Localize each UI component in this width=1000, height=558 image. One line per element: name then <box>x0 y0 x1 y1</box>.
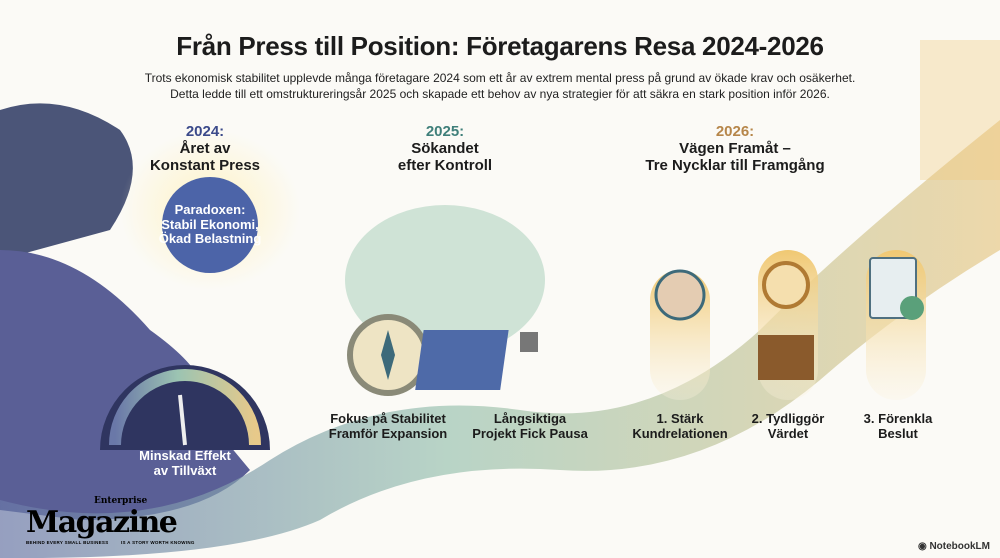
watermark-text: NotebookLM <box>929 541 990 552</box>
label-line: Beslut <box>878 425 918 441</box>
label-line: av Tillväxt <box>153 462 217 478</box>
key-2: 2. Tydliggör Värdet <box>735 411 841 441</box>
gauge-label: Minskad Effekt av Tillväxt <box>115 448 255 478</box>
cliff <box>0 250 250 520</box>
year-label: 2024: <box>185 123 225 140</box>
subtitle-line: Detta ledde till ett omstruktureringsår … <box>170 87 830 101</box>
page-title: Från Press till Position: Företagarens R… <box>176 31 824 61</box>
tagline-left: BEHIND EVERY SMALL BUSINESS <box>26 540 109 545</box>
storm-cloud-icon <box>0 103 133 260</box>
label-line: Framför Expansion <box>328 425 448 441</box>
enterprise-magazine-logo: Enterprise Magazine BEHIND EVERY SMALL B… <box>26 496 195 547</box>
section-heading: Året av <box>179 139 231 157</box>
treasure-magnifier-icon <box>762 261 810 309</box>
subtitle-line: Trots ekonomisk stabilitet upplevde mång… <box>144 71 856 85</box>
label-line: 2. Tydliggör <box>751 411 825 426</box>
label-line: Stabil Ekonomi, <box>161 216 259 232</box>
label-line: Ökad Belastning <box>158 231 262 247</box>
notebooklm-watermark: ◉ NotebookLM <box>918 541 990 552</box>
key-1: 1. Stärk Kundrelationen <box>625 411 735 441</box>
logo-tagline: BEHIND EVERY SMALL BUSINESS IS A STORY W… <box>26 539 195 547</box>
label-line: Värdet <box>767 425 809 441</box>
paradox-circle <box>162 177 258 273</box>
section-heading: Sökandet <box>411 139 479 157</box>
section-heading: efter Kontroll <box>397 156 493 174</box>
city-skyline <box>920 40 1000 180</box>
label-line: 3. Förenkla <box>863 411 933 426</box>
section-heading: Konstant Press <box>149 156 261 174</box>
label-line: Paradoxen: <box>174 202 246 217</box>
label-line: 1. Stärk <box>656 411 704 426</box>
blueprint-pause-icon <box>415 330 509 390</box>
logo-top: Enterprise <box>94 496 148 506</box>
label-line: Kundrelationen <box>632 425 728 441</box>
year-label: 2026: <box>715 123 755 140</box>
label-line: Fokus på Stabilitet <box>330 411 446 426</box>
label-line: Långsiktiga <box>493 411 567 426</box>
section-2026-header: 2026: Vägen Framåt – Tre Nycklar till Fr… <box>630 123 840 174</box>
item-projects-paused: Långsiktiga Projekt Fick Pausa <box>460 411 600 441</box>
section-2025-header: 2025: Sökandet efter Kontroll <box>360 123 530 174</box>
notebooklm-icon: ◉ <box>917 541 930 552</box>
tagline-right: IS A STORY WORTH KNOWING <box>120 540 195 545</box>
label-line: Projekt Fick Pausa <box>472 425 588 441</box>
item-stability: Fokus på Stabilitet Framför Expansion <box>318 411 458 441</box>
network-icon <box>654 269 706 321</box>
label-line: Minskad Effekt <box>139 448 231 463</box>
logo-name: Magazine <box>26 505 178 540</box>
section-heading: Tre Nycklar till Framgång <box>645 156 825 174</box>
key-3: 3. Förenkla Beslut <box>845 411 951 441</box>
paradox-label: Paradoxen: Stabil Ekonomi, Ökad Belastni… <box>150 202 270 247</box>
page-subtitle: Trots ekonomisk stabilitet upplevde mång… <box>100 70 900 102</box>
section-heading: Vägen Framåt – <box>679 139 791 157</box>
section-2024-header: 2024: Året av Konstant Press <box>120 123 290 174</box>
year-label: 2025: <box>425 123 465 140</box>
